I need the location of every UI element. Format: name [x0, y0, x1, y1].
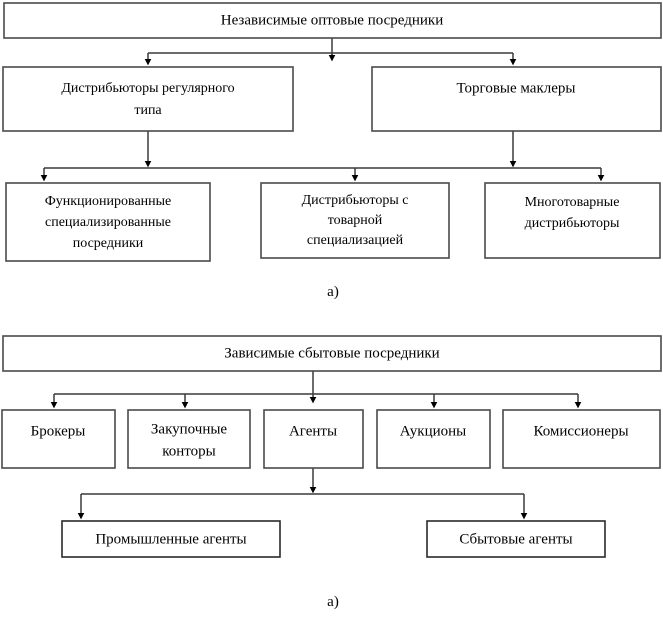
node-label-d2-l2-n1: Брокеры — [31, 423, 86, 439]
connector-group-d2-level1-to-level2 — [50, 371, 582, 409]
node-box-d2-l2-n5[interactable] — [502, 409, 661, 469]
node-d1-l2-n2[interactable]: Торговые маклеры — [371, 66, 662, 132]
connector-group-d2-level2-to-level3 — [77, 468, 528, 520]
node-label-d2-root: Зависимые сбытовые посредники — [224, 345, 439, 361]
diagram-independent-wholesale-intermediaries: Независимые оптовые посредники Дистрибью… — [2, 2, 662, 300]
connector-group-d1-level2-to-level3 — [40, 131, 605, 182]
node-d2-l2-n3[interactable]: Агенты — [263, 409, 364, 469]
node-label-d1-l3-n2-line2: товарной — [328, 213, 383, 228]
node-d2-l2-n4[interactable]: Аукционы — [376, 409, 491, 469]
node-label-d1-l3-n1-line3: посредники — [73, 236, 144, 251]
node-box-d2-l2-n4[interactable] — [376, 409, 491, 469]
node-label-d1-l3-n1-line1: Функционированные — [45, 194, 172, 209]
node-label-d1-l3-n3-line1: Многотоварные — [525, 195, 620, 210]
caption-a2: а) — [327, 594, 339, 610]
node-box-d1-l3-n2[interactable] — [260, 182, 450, 259]
caption-a1: а) — [327, 284, 339, 300]
node-label-d2-l3-n2: Сбытовые агенты — [459, 531, 572, 547]
connector-group-d1-level1-to-level2 — [144, 38, 517, 66]
node-box-d2-root[interactable] — [2, 335, 662, 372]
node-box-d1-l2-n1[interactable] — [2, 66, 294, 132]
node-d2-l3-n1[interactable]: Промышленные агенты — [61, 520, 281, 558]
node-label-d1-l3-n3-line2: дистрибьюторы — [525, 216, 620, 231]
node-box-d2-l2-n2[interactable] — [127, 409, 251, 469]
node-label-d1-l3-n2-line1: Дистрибьюторы с — [302, 193, 409, 208]
node-d1-root[interactable]: Независимые оптовые посредники — [3, 2, 662, 39]
node-label-d2-l3-n1: Промышленные агенты — [95, 531, 246, 547]
node-d1-l3-n1[interactable]: Функционированные специализированные пос… — [5, 182, 211, 262]
node-label-d1-l3-n1-line2: специализированные — [45, 215, 171, 230]
node-label-d1-l3-n2-line3: специализацией — [307, 233, 404, 248]
node-label-d2-l2-n2-line1: Закупочные — [151, 421, 228, 437]
node-box-d1-l3-n1[interactable] — [5, 182, 211, 262]
node-label-d1-l2-n1-line2: типа — [134, 103, 162, 118]
node-label-d1-l2-n1-line1: Дистрибьюторы регулярного — [61, 81, 234, 96]
node-d2-l2-n2[interactable]: Закупочные конторы — [127, 409, 251, 469]
node-label-d2-l2-n3: Агенты — [289, 423, 337, 439]
node-d2-root[interactable]: Зависимые сбытовые посредники — [2, 335, 662, 372]
node-box-d1-l2-n2[interactable] — [371, 66, 662, 132]
node-label-d2-l2-n2-line2: конторы — [162, 443, 216, 459]
node-d2-l2-n5[interactable]: Комиссионеры — [502, 409, 661, 469]
node-label-d2-l2-n5: Комиссионеры — [533, 423, 628, 439]
node-d1-l3-n2[interactable]: Дистрибьюторы с товарной специализацией — [260, 182, 450, 259]
node-box-d2-l3-n1[interactable] — [61, 520, 281, 558]
node-box-d2-l2-n1[interactable] — [1, 409, 116, 469]
node-box-d2-l3-n2[interactable] — [426, 520, 606, 558]
node-d1-l3-n3[interactable]: Многотоварные дистрибьюторы — [484, 182, 661, 259]
node-box-d1-l3-n3[interactable] — [484, 182, 661, 259]
node-d2-l2-n1[interactable]: Брокеры — [1, 409, 116, 469]
diagram-dependent-sales-intermediaries: Зависимые сбытовые посредники Брокеры За… — [1, 335, 662, 610]
node-d2-l3-n2[interactable]: Сбытовые агенты — [426, 520, 606, 558]
node-d1-l2-n1[interactable]: Дистрибьюторы регулярного типа — [2, 66, 294, 132]
node-box-d1-root[interactable] — [3, 2, 662, 39]
node-box-d2-l2-n3[interactable] — [263, 409, 364, 469]
node-label-d1-l2-n2: Торговые маклеры — [457, 80, 576, 96]
node-label-d2-l2-n4: Аукционы — [400, 423, 467, 439]
node-label-d1-root: Независимые оптовые посредники — [221, 12, 444, 28]
